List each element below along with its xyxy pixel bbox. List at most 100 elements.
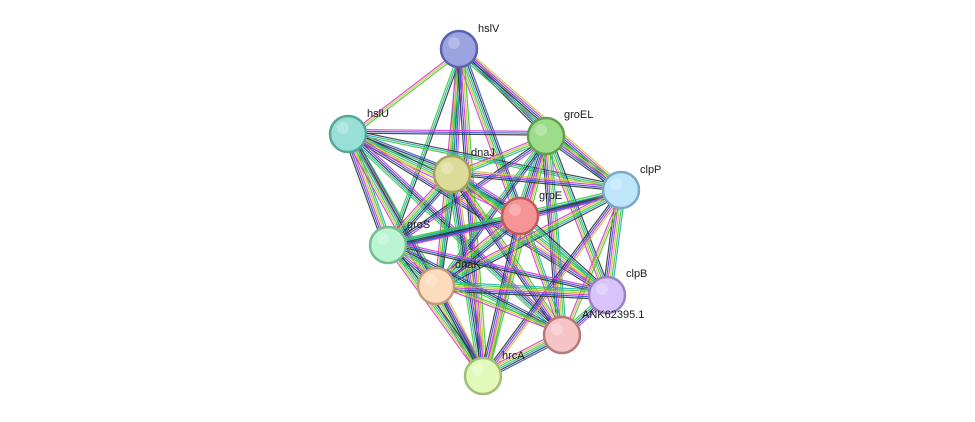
- evidence-line: [486, 136, 551, 378]
- evidence-line: [385, 246, 482, 378]
- evidence-line: [436, 282, 564, 334]
- evidence-line: [457, 49, 483, 377]
- node-highlight: [509, 204, 521, 216]
- node-clpb[interactable]: clpB: [587, 268, 647, 315]
- node-gros[interactable]: groS: [368, 219, 430, 265]
- evidence-line: [344, 134, 387, 247]
- evidence-line: [388, 219, 522, 250]
- node-label: groEL: [564, 109, 593, 121]
- evidence-line: [348, 49, 460, 136]
- node-highlight: [377, 233, 389, 245]
- evidence-line: [388, 241, 608, 293]
- edge-grpE-clpB: [520, 212, 611, 295]
- edge-hslV-hslU: [348, 49, 463, 139]
- node-dnaj[interactable]: dnaJ: [432, 147, 495, 194]
- evidence-line: [388, 244, 485, 376]
- node-hslv[interactable]: hslV: [439, 23, 500, 69]
- edge-clpP-hrcA: [481, 189, 626, 380]
- node-label: clpB: [626, 268, 647, 280]
- node-label: hslV: [478, 23, 500, 35]
- node-circle[interactable]: [542, 315, 582, 355]
- node-label: dnaK: [455, 259, 481, 271]
- evidence-line: [565, 191, 626, 337]
- evidence-line: [388, 216, 521, 247]
- edge-grpE-groS: [387, 212, 522, 250]
- node-label: groS: [407, 219, 430, 231]
- evidence-line: [549, 135, 568, 335]
- evidence-line: [389, 49, 463, 247]
- node-grpe[interactable]: grpE: [500, 190, 562, 236]
- node-highlight: [551, 323, 563, 335]
- node-highlight: [610, 178, 622, 190]
- evidence-line: [452, 172, 622, 190]
- node-highlight: [596, 283, 608, 295]
- node-hslu[interactable]: hslU: [328, 108, 389, 154]
- evidence-line: [486, 216, 525, 378]
- evidence-line: [485, 216, 524, 377]
- evidence-line: [435, 286, 607, 297]
- node-circle[interactable]: [526, 116, 566, 156]
- evidence-line: [521, 213, 610, 294]
- evidence-line: [436, 284, 608, 295]
- evidence-line: [484, 191, 624, 378]
- evidence-line: [454, 169, 611, 292]
- evidence-line: [544, 136, 607, 296]
- edge-layer: [343, 45, 627, 381]
- node-groel[interactable]: groEL: [526, 109, 593, 156]
- node-label: clpP: [640, 164, 661, 176]
- node-clpp[interactable]: clpP: [601, 164, 661, 210]
- evidence-line: [522, 212, 611, 293]
- evidence-line: [562, 190, 623, 336]
- node-circle[interactable]: [500, 196, 540, 236]
- node-circle[interactable]: [601, 170, 641, 210]
- node-circle[interactable]: [368, 225, 408, 265]
- evidence-line: [448, 48, 457, 174]
- edge-groS-clpB: [388, 240, 609, 295]
- node-circle[interactable]: [432, 154, 472, 194]
- node-highlight: [337, 122, 349, 134]
- evidence-line: [454, 173, 487, 376]
- node-hrca[interactable]: hrcA: [463, 350, 525, 396]
- evidence-line: [481, 215, 520, 376]
- evidence-line: [523, 214, 567, 334]
- node-highlight: [448, 37, 460, 49]
- node-dnak[interactable]: dnaK: [416, 259, 481, 306]
- evidence-line: [483, 190, 623, 377]
- node-label: hslU: [367, 108, 389, 120]
- evidence-line: [481, 189, 621, 376]
- evidence-line: [455, 173, 489, 376]
- node-layer: hslV hslU groEL dnaJ clpP grpE groS dnaK clpB ANK…: [328, 23, 661, 396]
- node-circle[interactable]: [328, 114, 368, 154]
- node-highlight: [535, 124, 547, 136]
- evidence-line: [349, 50, 462, 137]
- node-circle[interactable]: [416, 266, 456, 306]
- evidence-line: [350, 52, 463, 139]
- evidence-line: [548, 135, 566, 335]
- evidence-line: [486, 192, 626, 380]
- evidence-line: [345, 135, 561, 338]
- node-circle[interactable]: [439, 29, 479, 69]
- node-ank62395-1[interactable]: ANK62395.1: [542, 309, 644, 355]
- evidence-line: [451, 174, 621, 192]
- evidence-line: [436, 284, 563, 335]
- evidence-line: [386, 245, 483, 377]
- node-circle[interactable]: [463, 356, 503, 396]
- node-circle[interactable]: [587, 275, 627, 315]
- evidence-line: [388, 240, 609, 292]
- evidence-line: [542, 136, 560, 336]
- evidence-line: [461, 45, 625, 188]
- evidence-line: [479, 215, 518, 376]
- evidence-line: [483, 216, 522, 377]
- evidence-line: [455, 49, 519, 218]
- evidence-line: [521, 214, 566, 335]
- edge-groEL-ANK62395.1: [540, 135, 568, 336]
- evidence-line: [518, 216, 562, 336]
- evidence-line: [348, 130, 547, 134]
- evidence-line: [544, 136, 562, 336]
- evidence-line: [435, 288, 607, 299]
- evidence-line: [348, 129, 623, 187]
- evidence-line: [343, 135, 385, 247]
- node-highlight: [425, 274, 437, 286]
- edge-clpP-ANK62395.1: [562, 190, 626, 337]
